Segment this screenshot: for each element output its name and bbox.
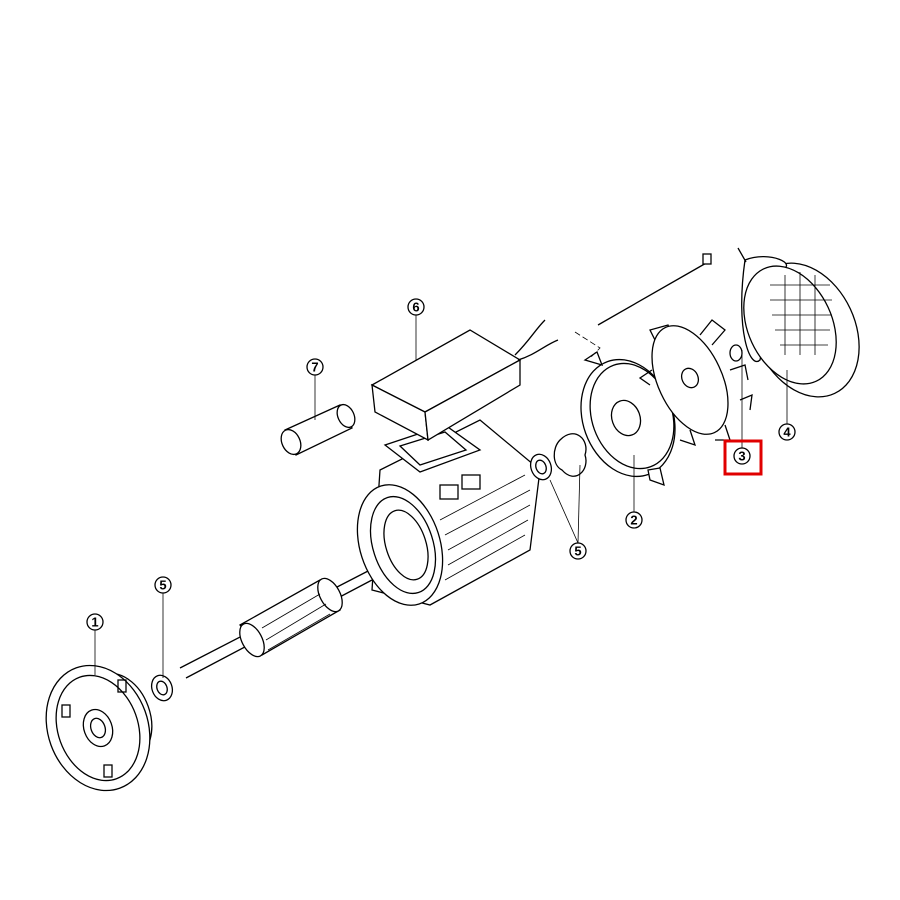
fan-cover [737, 247, 860, 398]
rotor-shaft [179, 569, 373, 679]
callout-label: 2 [630, 513, 637, 528]
highlight-box [723, 439, 763, 476]
rear-bearing [529, 433, 587, 481]
leader-lines [94, 315, 788, 678]
through-bolt [574, 253, 712, 359]
terminal-box [370, 319, 559, 442]
rear-end-shield [580, 351, 676, 487]
callout-label: 5 [574, 544, 581, 559]
callout-label: 5 [159, 578, 166, 593]
callout-5-front: 5 [154, 576, 172, 594]
callout-7: 7 [306, 358, 324, 376]
callout-2: 2 [625, 511, 643, 529]
front-bearing [150, 674, 174, 702]
callout-label: 4 [783, 425, 791, 440]
callout-4: 4 [778, 423, 796, 441]
callout-3[interactable]: 3 [723, 439, 763, 476]
callout-6: 6 [407, 298, 425, 316]
capacitor [280, 403, 356, 456]
callout-label: 1 [91, 615, 98, 630]
front-flange [45, 664, 153, 792]
callout-label: 3 [738, 449, 745, 464]
callout-5-rear: 5 [569, 542, 587, 560]
callout-label: 6 [412, 300, 419, 315]
callout-label: 7 [311, 360, 318, 375]
fan [638, 319, 753, 447]
callout-1: 1 [86, 613, 104, 631]
